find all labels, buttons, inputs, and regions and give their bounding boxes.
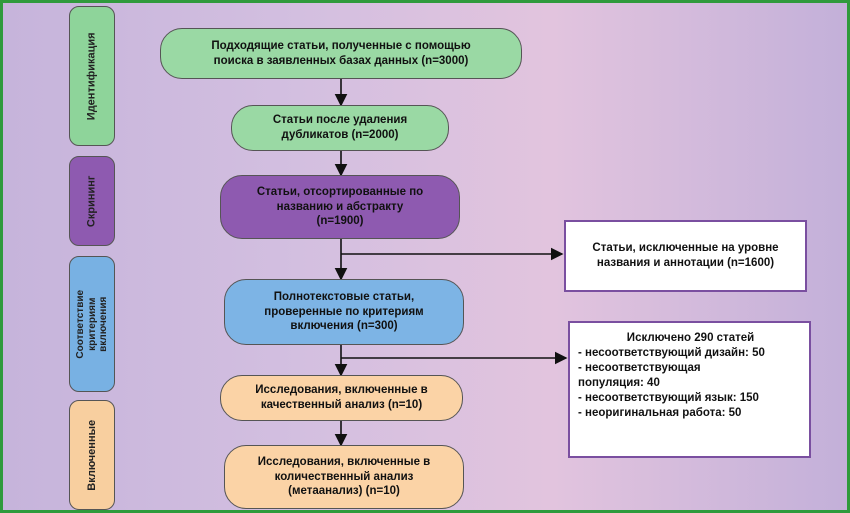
box-qualitative-synthesis: Исследования, включенные в качественный … bbox=[220, 375, 463, 421]
stage-screening: Скрининг bbox=[69, 156, 115, 246]
exclusion-reason-design: - несоответствующий дизайн: 50 bbox=[578, 346, 765, 359]
stage-screening-label: Скрининг bbox=[85, 175, 98, 227]
stage-included: Включенные bbox=[69, 400, 115, 510]
box-fulltext-assessed: Полнотекстовые статьи, проверенные по кр… bbox=[224, 279, 464, 345]
exclusion-reason-non-original: - неоригинальная работа: 50 bbox=[578, 406, 742, 419]
exclusions-title: Исключено 290 статей bbox=[626, 332, 755, 344]
box-identified-records: Подходящие статьи, полученные с помощью … bbox=[160, 28, 522, 79]
box-after-deduplication: Статьи после удаления дубликатов (n=2000… bbox=[231, 105, 449, 151]
stage-included-label: Включенные bbox=[85, 419, 98, 491]
box-screened-records: Статьи, отсортированные по названию и аб… bbox=[220, 175, 460, 239]
exclusion-reason-population: - несоответствующая популяция: 40 bbox=[578, 361, 701, 389]
box-screening-exclusions: Статьи, исключенные на уровне названия и… bbox=[564, 220, 807, 292]
stage-eligibility-label: Соответствие критериям включения bbox=[74, 289, 109, 359]
box-fulltext-exclusions: Исключено 290 статей - несоответствующий… bbox=[568, 321, 811, 458]
stage-eligibility: Соответствие критериям включения bbox=[69, 256, 115, 392]
stage-identification-label: Идентификация bbox=[85, 32, 98, 120]
stage-identification: Идентификация bbox=[69, 6, 115, 146]
box-quantitative-synthesis: Исследования, включенные в количественны… bbox=[224, 445, 464, 509]
exclusion-reason-language: - несоответствующий язык: 150 bbox=[578, 391, 759, 404]
